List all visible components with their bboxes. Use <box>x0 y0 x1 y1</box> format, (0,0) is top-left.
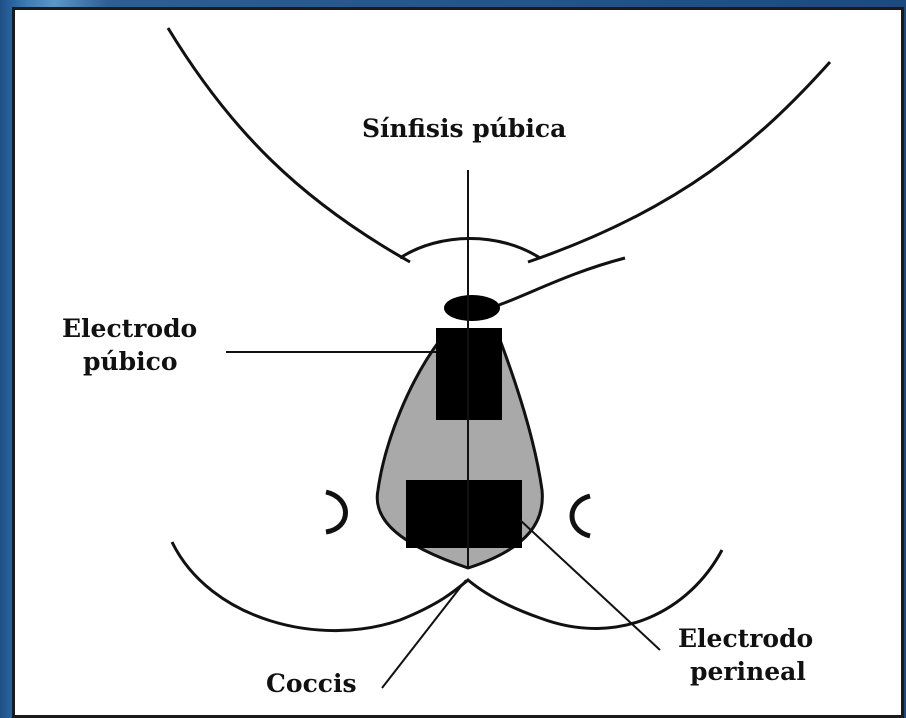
label-coccis-text: Coccis <box>266 667 357 700</box>
label-coccis: Coccis <box>266 667 357 700</box>
label-electrodo-perineal-line2: perineal <box>678 655 813 688</box>
label-electrodo-pubico-line2: púbico <box>62 345 197 378</box>
symphysis-arch <box>400 239 540 259</box>
leader-coccis <box>382 580 466 688</box>
connector-oval <box>444 295 500 321</box>
label-electrodo-perineal: Electrodo perineal <box>678 622 813 688</box>
perineal-electrode <box>406 480 522 548</box>
upper-right-curve <box>528 62 830 262</box>
label-electrodo-pubico: Electrodo púbico <box>62 312 197 378</box>
left-ischial-mark <box>326 492 346 532</box>
leader-perineal <box>520 520 660 650</box>
label-sinfisis-text: Sínfisis púbica <box>362 112 566 145</box>
label-sinfisis: Sínfisis púbica <box>362 112 566 145</box>
label-electrodo-perineal-line1: Electrodo <box>678 622 813 655</box>
label-electrodo-pubico-line1: Electrodo <box>62 312 197 345</box>
upper-left-curve <box>168 28 410 262</box>
electrode-cable <box>478 258 625 312</box>
right-ischial-mark <box>572 496 590 536</box>
